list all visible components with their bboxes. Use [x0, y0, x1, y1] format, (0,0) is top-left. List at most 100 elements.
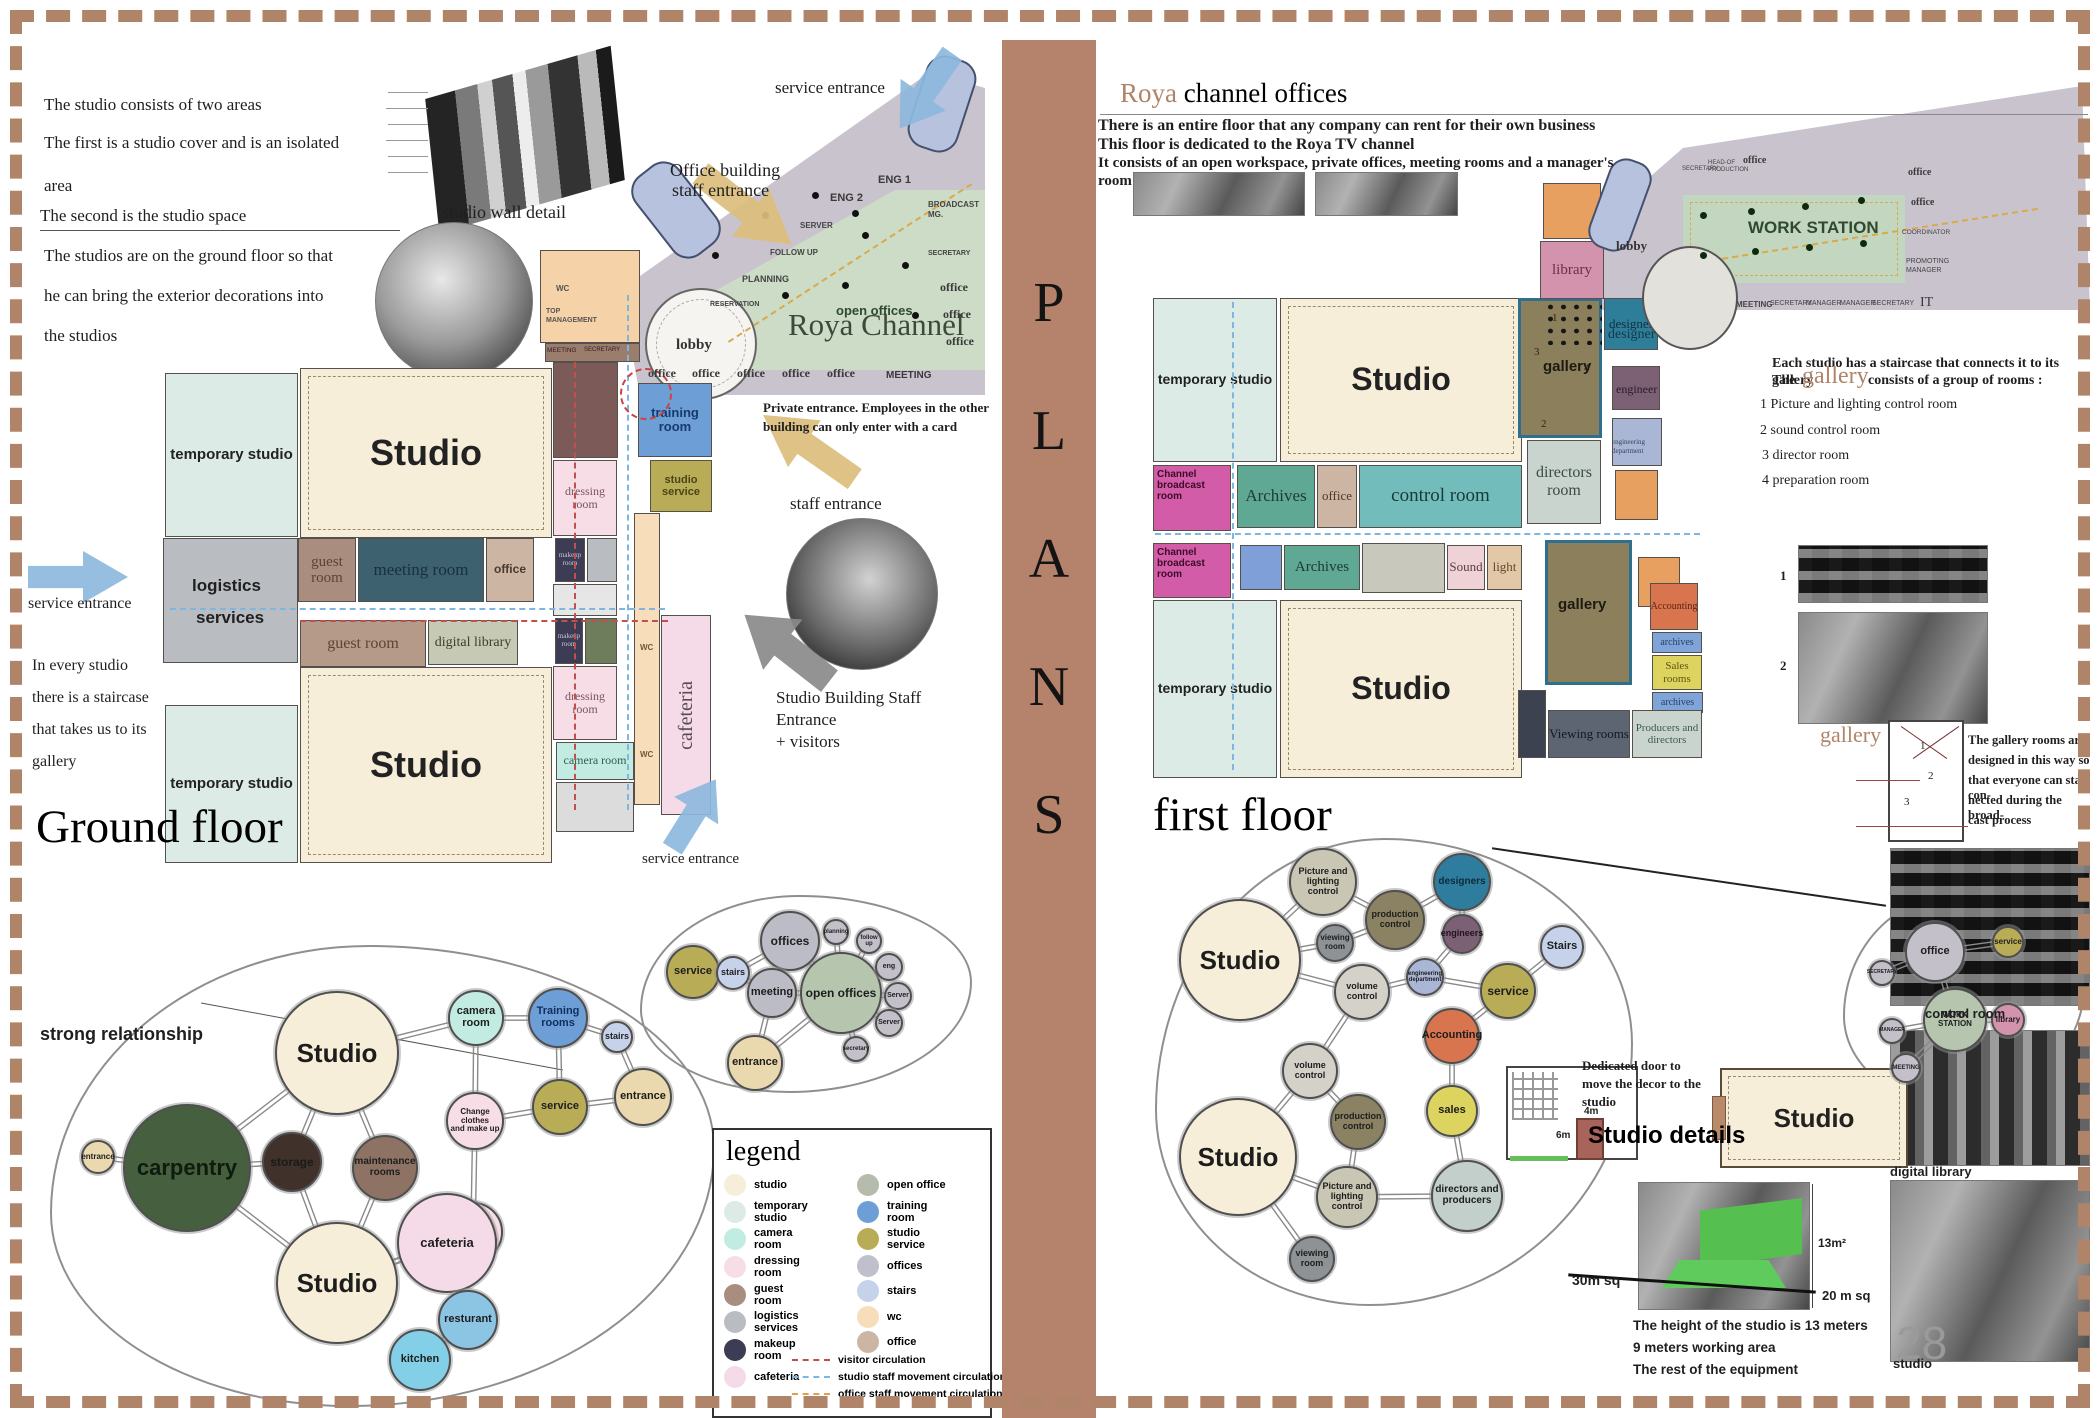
diagram-bubble: resturant — [438, 1290, 498, 1350]
plan-room: Accounting — [1650, 583, 1698, 630]
annotation-label: studio — [1582, 1094, 1616, 1109]
plan-room: Studio — [300, 667, 552, 863]
annotation-label: The — [1772, 373, 1796, 388]
diagram-bubble: open offices — [800, 952, 882, 1034]
annotation-label: Private entrance. Employees in the other — [763, 400, 990, 415]
annotation-label: gallery — [1543, 358, 1592, 375]
annotation-label: gallery — [32, 753, 77, 770]
annotation-label: office — [940, 280, 968, 294]
annotation-label: SECRETARY — [1682, 166, 1719, 172]
diagram-bubble: Picture and lighting control — [1289, 848, 1357, 916]
heading-rest-text: channel offices — [1177, 78, 1348, 108]
annotation-label: IT — [1920, 295, 1934, 310]
plan-room: Viewing rooms — [1548, 710, 1630, 758]
legend-swatch — [857, 1305, 879, 1328]
legend-item: stairs — [857, 1280, 980, 1303]
annotation-label: 2 — [1780, 658, 1787, 673]
annotation-label: The rest of the equipment — [1633, 1362, 1799, 1377]
plan-room: digital library — [428, 620, 518, 665]
annotation-label: building can only enter with a card — [763, 419, 958, 434]
legend-label: training room — [887, 1199, 928, 1224]
annotation-label: + visitors — [776, 732, 840, 751]
plan-room: studio service — [650, 460, 712, 512]
legend-swatch — [857, 1331, 879, 1354]
annotation-label: MANAGER — [1806, 300, 1842, 307]
plan-room — [585, 618, 617, 664]
diagram-bubble: SECRETARY — [1867, 960, 1897, 986]
plan-room — [1615, 470, 1658, 520]
annotation-label: SECRETARY — [928, 250, 971, 257]
plan-room — [553, 584, 617, 616]
plan-room: Archives — [1237, 465, 1315, 528]
annotation-label: services — [196, 608, 265, 627]
diagram-bubble: sales — [1426, 1085, 1478, 1137]
annotation-label: 1 Picture and lighting control room — [1760, 397, 1958, 412]
diagram-bubble: MANAGER — [1879, 1018, 1905, 1044]
annotation-label: gallery — [1558, 596, 1607, 613]
legend-item: dressing room — [724, 1255, 847, 1279]
diagram-bubble: entrance — [727, 1035, 783, 1091]
annotation-label: The first is a studio cover and is an is… — [44, 133, 340, 152]
legend-label: camera room — [754, 1227, 793, 1252]
annotation-label: Dedicated door to — [1582, 1058, 1681, 1073]
diagram-bubble: follow up — [856, 928, 882, 954]
annotation-label: he can bring the exterior decorations in… — [44, 286, 324, 305]
divider-letter: N — [1028, 656, 1070, 718]
legend-item: studio service — [857, 1227, 980, 1251]
plan-room — [1362, 543, 1445, 593]
photo — [786, 518, 938, 670]
legend-label: guest room — [754, 1282, 784, 1307]
legend-swatch — [857, 1280, 879, 1303]
annotation-label: control room — [1925, 1006, 2006, 1021]
decor — [1856, 826, 1968, 827]
annotation-label: This floor is dedicated to the Roya TV c… — [1098, 136, 1415, 153]
annotation-label: SECRETARY — [1770, 300, 1813, 307]
roya-accent-text: Roya — [1120, 78, 1177, 108]
divider-letter: S — [1033, 784, 1065, 846]
legend-swatch — [724, 1255, 746, 1278]
diagram-bubble: storage — [262, 1132, 322, 1192]
diagram-bubble: maintenance rooms — [352, 1135, 418, 1201]
legend-swatch — [724, 1283, 746, 1306]
annotation-label: gallery — [1802, 363, 1869, 389]
annotation-label: 3 — [1904, 796, 1910, 808]
legend-line-label: visitor circulation — [838, 1354, 926, 1366]
diagram-bubble: Studio — [1179, 1098, 1297, 1216]
annotation-label: office — [943, 307, 971, 321]
divider-letter: P — [1033, 272, 1065, 334]
diagram-bubble: directors and producers — [1431, 1160, 1503, 1232]
plan-room: office — [1317, 465, 1357, 528]
plan-room: cafeteria — [661, 615, 711, 815]
plan-room: directors room — [1527, 440, 1601, 524]
annotation-label: 1 — [1552, 312, 1558, 324]
photo — [1798, 612, 1988, 724]
plan-room: Sound — [1447, 545, 1485, 590]
legend-line-sample — [792, 1359, 830, 1361]
annotation-label: lobby — [676, 337, 712, 353]
photo — [1890, 1180, 2090, 1362]
annotation-label: ENG 2 — [830, 192, 864, 204]
annotation-label: office — [737, 366, 765, 380]
legend-label: stairs — [887, 1285, 917, 1298]
annotation-label: service entrance — [775, 78, 885, 97]
photo — [1890, 1030, 2090, 1166]
diagram-bubble: production control — [1365, 890, 1425, 950]
annotation-label: MEETING — [886, 370, 932, 381]
diagram-bubble: Picture and lighting control — [1316, 1166, 1378, 1228]
annotation-label: ENG 1 — [878, 174, 912, 186]
decor — [40, 230, 400, 231]
annotation-label: studio wall detail — [442, 202, 566, 222]
annotation-label: TOP MANAGEMENT — [546, 308, 597, 324]
annotation-label: staff entrance — [672, 180, 770, 200]
plan-room: Sales rooms — [1652, 655, 1702, 690]
annotation-label: The studio consists of two areas — [44, 95, 262, 114]
annotation-label: The gallery rooms are — [1968, 733, 2086, 747]
legend-line-label: office staff movement circulation — [838, 1388, 1003, 1400]
decor — [1752, 248, 1759, 255]
legend-line-label: studio staff movement circulation — [838, 1371, 1007, 1383]
decor — [1155, 533, 1700, 535]
